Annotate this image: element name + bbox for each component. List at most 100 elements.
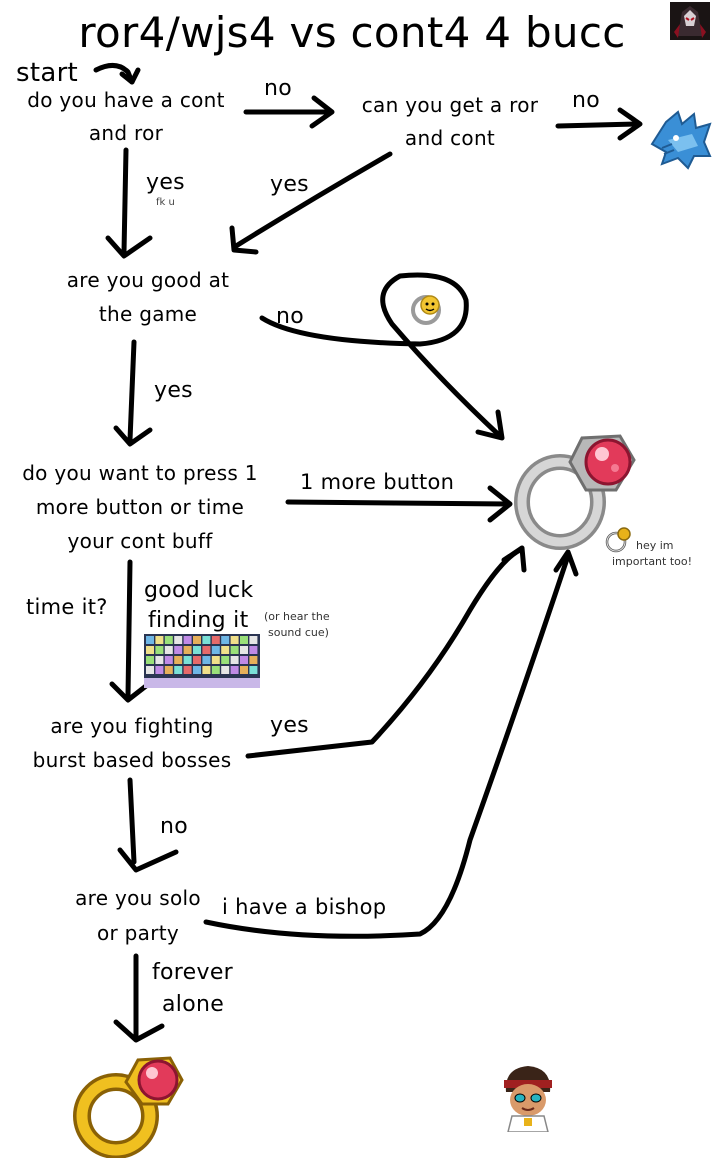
skill-cell xyxy=(202,646,211,654)
skill-cell xyxy=(164,666,173,674)
question-press-or-time-line3: your cont buff xyxy=(67,529,213,553)
label-more-button: 1 more button xyxy=(300,470,455,494)
skill-cell xyxy=(146,636,154,644)
skill-cell xyxy=(202,666,211,674)
skill-cell xyxy=(174,666,183,674)
forever-alone-line2: alone xyxy=(162,992,225,1017)
arrow-q2-yes xyxy=(233,151,393,249)
skill-cell xyxy=(146,666,154,674)
skill-cell xyxy=(221,656,230,664)
forever-alone-line1: forever xyxy=(152,960,234,985)
label-yes-1: yes xyxy=(146,170,185,195)
arrow-bishop xyxy=(203,553,571,939)
question-have-cont-ror-line2: and ror xyxy=(88,121,164,145)
question-burst-bosses-line2: burst based bosses xyxy=(32,748,232,772)
skill-cell xyxy=(221,646,230,654)
skill-cell xyxy=(221,636,230,644)
skill-cell xyxy=(193,666,201,674)
small-gold-ring-icon xyxy=(605,527,631,553)
skill-cell xyxy=(183,656,192,664)
skill-cell xyxy=(249,646,258,654)
question-press-or-time-line2: more button or time xyxy=(35,495,245,519)
skill-cell xyxy=(174,656,183,664)
gold-ruby-ring-icon xyxy=(73,1056,184,1158)
skill-cell xyxy=(174,646,183,654)
silver-ruby-ring-icon xyxy=(514,434,636,550)
start-arrow xyxy=(93,63,135,85)
arrow-q5-no xyxy=(127,777,137,865)
skill-cell xyxy=(183,666,192,674)
arrow-q3-yes xyxy=(127,339,137,443)
skill-cell xyxy=(240,666,248,674)
arrow-q1-yes xyxy=(121,147,129,255)
label-yes-2: yes xyxy=(270,172,309,197)
skill-cell xyxy=(211,656,220,664)
arrow-more-button xyxy=(285,499,511,507)
question-press-or-time-line1: do you want to press 1 xyxy=(22,461,258,485)
label-no-3: no xyxy=(276,304,305,329)
question-have-cont-ror-line1: do you have a cont xyxy=(27,88,225,112)
important-note-line1: hey im xyxy=(636,539,674,552)
skill-cell xyxy=(211,636,220,644)
label-no-1: no xyxy=(264,76,293,101)
skill-cell xyxy=(211,646,220,654)
skill-cell xyxy=(193,646,201,654)
skill-cell xyxy=(164,656,173,664)
arrow-q3-no xyxy=(259,272,503,439)
skill-cell xyxy=(230,646,239,654)
label-no-2: no xyxy=(572,88,601,113)
emoji-ring-icon xyxy=(411,295,441,325)
skill-cell xyxy=(211,666,220,674)
label-fku: fk u xyxy=(156,197,175,208)
question-solo-party-line2: or party xyxy=(96,921,180,945)
skill-cell xyxy=(155,666,164,674)
start-label: start xyxy=(16,58,79,88)
skill-cell xyxy=(230,636,239,644)
sound-cue-line2: sound cue) xyxy=(268,626,329,639)
skill-bar-screenshot-icon xyxy=(144,634,260,688)
skill-cell xyxy=(249,636,258,644)
skill-cell xyxy=(155,656,164,664)
skill-cell xyxy=(164,636,173,644)
page-title: ror4/wjs4 vs cont4 4 bucc xyxy=(78,8,626,57)
skill-cell xyxy=(183,646,192,654)
champion-portrait-icon xyxy=(670,2,710,40)
label-bishop: i have a bishop xyxy=(222,895,387,919)
skill-cell xyxy=(240,636,248,644)
skill-cell xyxy=(193,656,201,664)
label-time-it: time it? xyxy=(26,595,108,619)
good-luck-line2: finding it xyxy=(148,608,249,633)
blue-dragon-icon xyxy=(650,110,712,170)
skill-cell xyxy=(249,666,258,674)
skill-cell xyxy=(202,636,211,644)
label-yes-3: yes xyxy=(154,378,193,403)
skill-cell xyxy=(155,636,164,644)
skill-cell xyxy=(221,666,230,674)
pirate-character-icon xyxy=(494,1062,562,1132)
question-burst-bosses-line1: are you fighting xyxy=(50,714,214,738)
arrow-q2-no xyxy=(555,121,639,129)
question-solo-party-line1: are you solo xyxy=(75,886,201,910)
question-good-at-game-line1: are you good at xyxy=(66,268,230,292)
skill-cell xyxy=(155,646,164,654)
skill-cell xyxy=(240,646,248,654)
important-note-line2: important too! xyxy=(612,555,693,568)
skill-cell xyxy=(146,656,154,664)
skill-cell xyxy=(240,656,248,664)
skill-cell xyxy=(249,656,258,664)
skill-cell xyxy=(230,656,239,664)
good-luck-line1: good luck xyxy=(144,578,254,603)
skill-cell xyxy=(164,646,173,654)
skill-cell xyxy=(146,646,154,654)
arrow-q5-yes xyxy=(245,547,523,759)
skill-cell xyxy=(202,656,211,664)
question-good-at-game-line2: the game xyxy=(98,302,198,326)
skill-cell xyxy=(174,636,183,644)
sound-cue-line1: (or hear the xyxy=(264,610,330,623)
label-no-4: no xyxy=(160,814,189,839)
question-get-ror-cont-line2: and cont xyxy=(404,126,496,150)
label-yes-4: yes xyxy=(270,713,309,738)
arrow-time-it xyxy=(125,559,133,699)
question-get-ror-cont-line1: can you get a ror xyxy=(361,93,539,117)
